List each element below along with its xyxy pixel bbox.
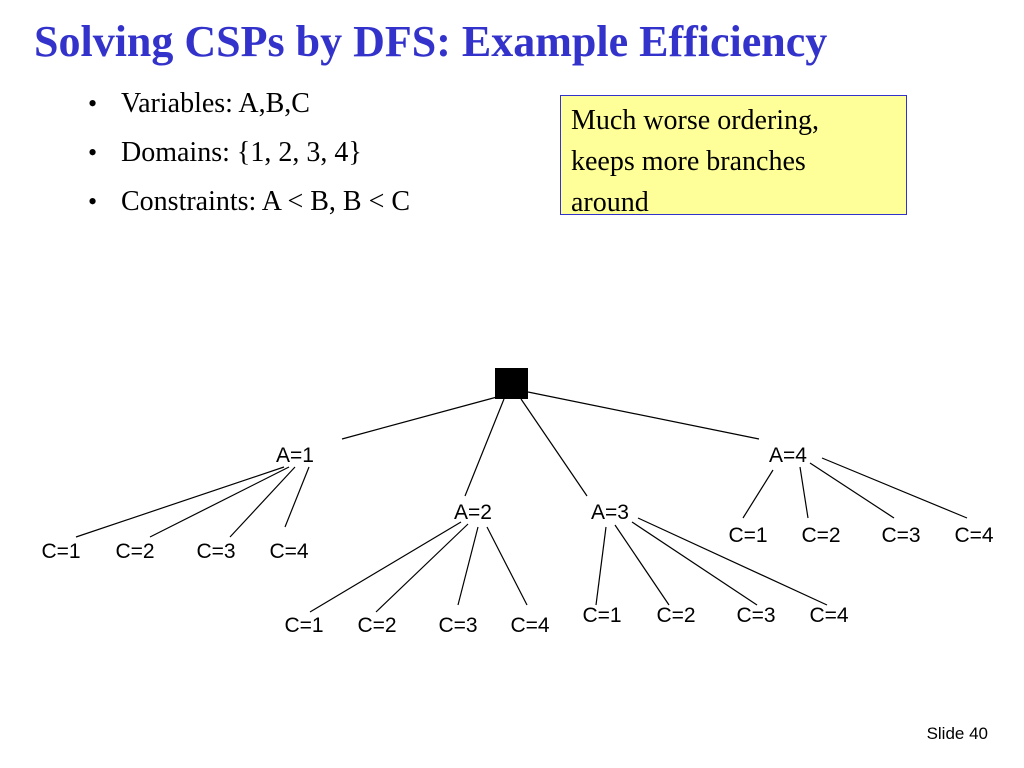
tree-edge	[457, 526, 479, 606]
tree-edge	[742, 469, 774, 519]
leaf-label: C=2	[801, 524, 840, 547]
tree-edge	[799, 466, 809, 519]
tree-edge	[341, 396, 498, 440]
callout-box: Much worse ordering, keeps more branches…	[560, 95, 907, 218]
tree-edge	[614, 524, 670, 606]
bullet-marker: •	[88, 138, 98, 167]
tree-edge	[486, 526, 528, 606]
leaf-label: C=3	[881, 524, 920, 547]
leaf-label: C=2	[357, 614, 396, 637]
node-label-a3: A=3	[591, 501, 629, 524]
tree-edge	[284, 466, 310, 528]
leaf-label: C=3	[736, 604, 775, 627]
slide-number: Slide 40	[926, 724, 988, 743]
leaf-label: C=1	[582, 604, 621, 627]
leaf-label: C=1	[41, 540, 80, 563]
bullet-marker: •	[88, 187, 98, 216]
tree-edge	[631, 521, 758, 606]
leaf-label: C=3	[438, 614, 477, 637]
root-node	[495, 368, 528, 399]
bullet-marker: •	[88, 89, 98, 118]
leaf-label: C=1	[728, 524, 767, 547]
leaf-label: C=4	[510, 614, 549, 637]
leaf-label: C=2	[656, 604, 695, 627]
bullet-text: Domains: {1, 2, 3, 4}	[121, 137, 362, 168]
callout-line: keeps more branches	[571, 146, 806, 177]
node-label-a4: A=4	[769, 444, 807, 467]
tree-edges	[75, 391, 968, 613]
callout-line: Much worse ordering,	[571, 105, 820, 136]
bullet-text: Variables: A,B,C	[121, 88, 310, 119]
node-label-a2: A=2	[454, 501, 492, 524]
tree-edge	[464, 398, 505, 497]
bullet-text: Constraints: A < B, B < C	[121, 186, 411, 217]
slide-title: Solving CSPs by DFS: Example Efficiency	[34, 17, 828, 66]
leaf-label: C=4	[954, 524, 993, 547]
tree-edge	[75, 466, 285, 538]
tree-edge	[595, 526, 607, 606]
tree-edge	[229, 466, 296, 538]
node-label-a1: A=1	[276, 444, 314, 467]
tree-edge	[375, 523, 469, 613]
leaf-label: C=4	[809, 604, 848, 627]
tree-edge	[809, 462, 895, 519]
leaf-label: C=1	[284, 614, 323, 637]
tree-edge	[527, 391, 760, 440]
tree-edge	[821, 457, 968, 519]
tree-edge	[520, 398, 588, 497]
leaf-label: C=3	[196, 540, 235, 563]
tree-edge	[309, 521, 462, 613]
leaf-label: C=2	[115, 540, 154, 563]
tree-edge	[149, 466, 290, 538]
callout-line: around	[571, 187, 649, 218]
leaf-label: C=4	[269, 540, 308, 563]
tree-edge	[637, 517, 828, 606]
